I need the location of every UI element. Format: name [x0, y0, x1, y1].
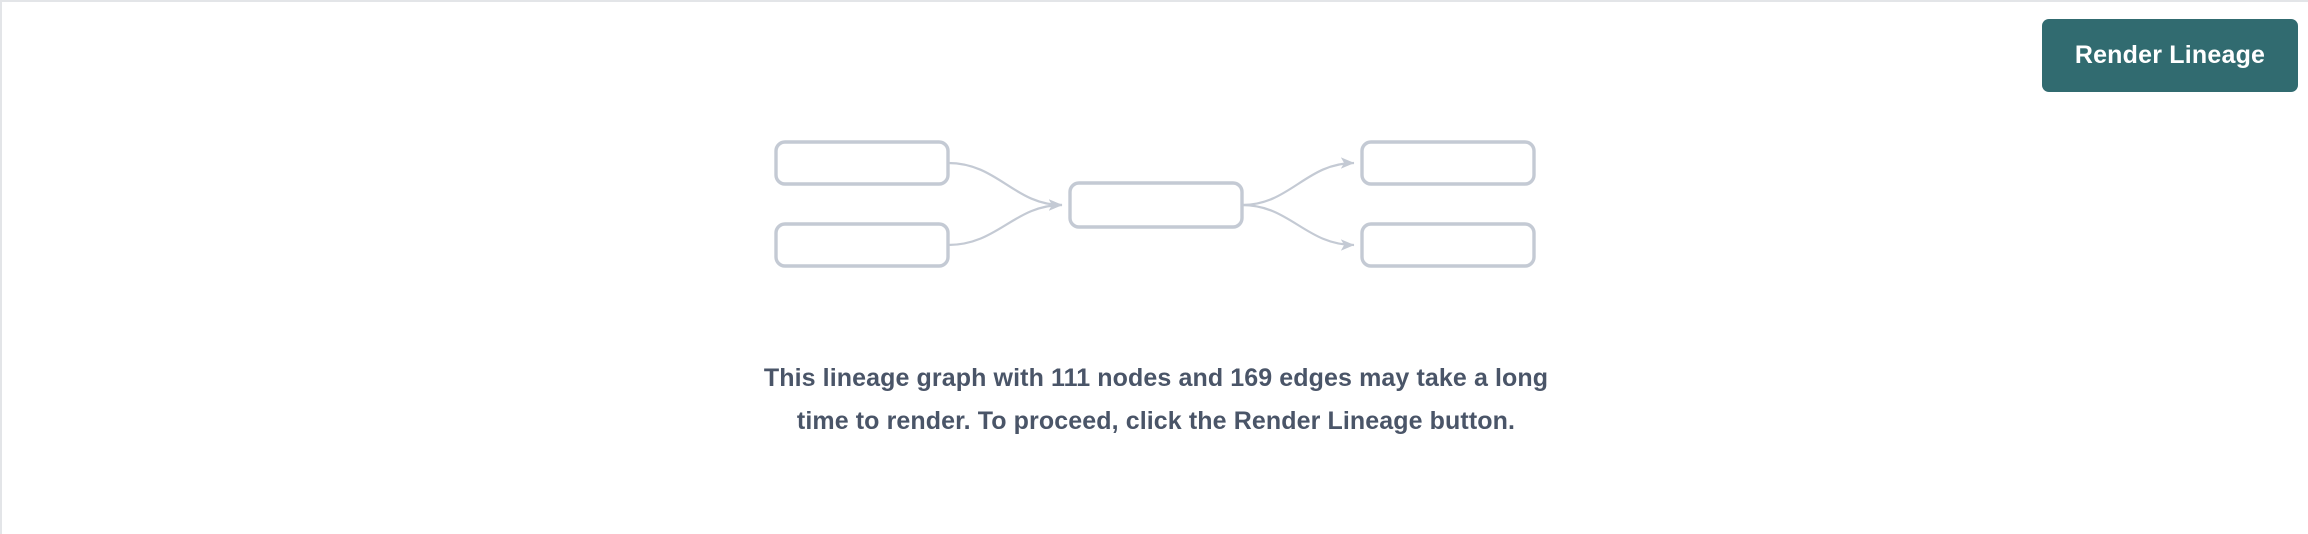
graph-node-downstream-1 [1360, 140, 1536, 186]
edge-center-to-downstream1 [1241, 157, 1355, 207]
render-lineage-button[interactable]: Render Lineage [2042, 19, 2298, 92]
graph-node-center [1068, 181, 1244, 229]
lineage-graph-placeholder-illustration [762, 127, 1562, 287]
edge-upstream2-to-center [947, 199, 1063, 247]
edge-center-to-downstream2 [1241, 203, 1355, 251]
graph-node-upstream-2 [774, 222, 950, 268]
edge-upstream1-to-center [947, 161, 1063, 211]
lineage-warning-message: This lineage graph with 111 nodes and 16… [763, 364, 1549, 435]
graph-node-downstream-2 [1360, 222, 1536, 268]
graph-node-upstream-1 [774, 140, 950, 186]
graph-nodes [774, 140, 1536, 268]
graph-edges [947, 157, 1355, 251]
